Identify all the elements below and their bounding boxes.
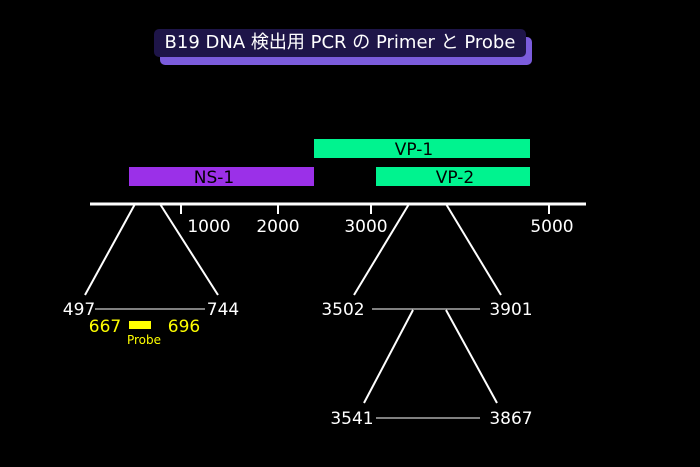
right-inner-zoom-line-a: [363, 309, 414, 404]
vp2-label: VP-2: [436, 168, 474, 188]
axis-tick-label-3000: 3000: [344, 217, 387, 237]
axis-tick-label-5000: 5000: [530, 217, 573, 237]
probe-marker: [129, 321, 151, 329]
ns1-bar: [129, 167, 314, 186]
probe-end-label: 696: [168, 317, 200, 337]
vp1-bar: [314, 139, 530, 158]
axis-tick-label-2000: 2000: [256, 217, 299, 237]
vp2-bar: [376, 167, 530, 186]
right-inner-zoom-line-b: [445, 309, 498, 404]
right-inner-start-label: 3541: [330, 409, 373, 429]
right-inner-end-label: 3867: [489, 409, 532, 429]
axis-tick-label-1000: 1000: [187, 217, 230, 237]
left-zoom-line-a: [84, 203, 136, 296]
left-start-label: 497: [63, 300, 95, 320]
probe-start-label: 667: [89, 317, 121, 337]
left-end-label: 744: [207, 300, 239, 320]
right-outer-start-label: 3502: [321, 300, 364, 320]
vp1-label: VP-1: [395, 140, 433, 160]
left-zoom-line-b: [159, 203, 219, 296]
right-outer-end-label: 3901: [489, 300, 532, 320]
right-zoom-line-a: [353, 203, 410, 296]
right-zoom-line-b: [445, 203, 502, 296]
ns1-label: NS-1: [194, 168, 234, 188]
probe-label: Probe: [127, 333, 161, 347]
diagram-title: B19 DNA 検出用 PCR の Primer と Probe: [154, 29, 526, 57]
